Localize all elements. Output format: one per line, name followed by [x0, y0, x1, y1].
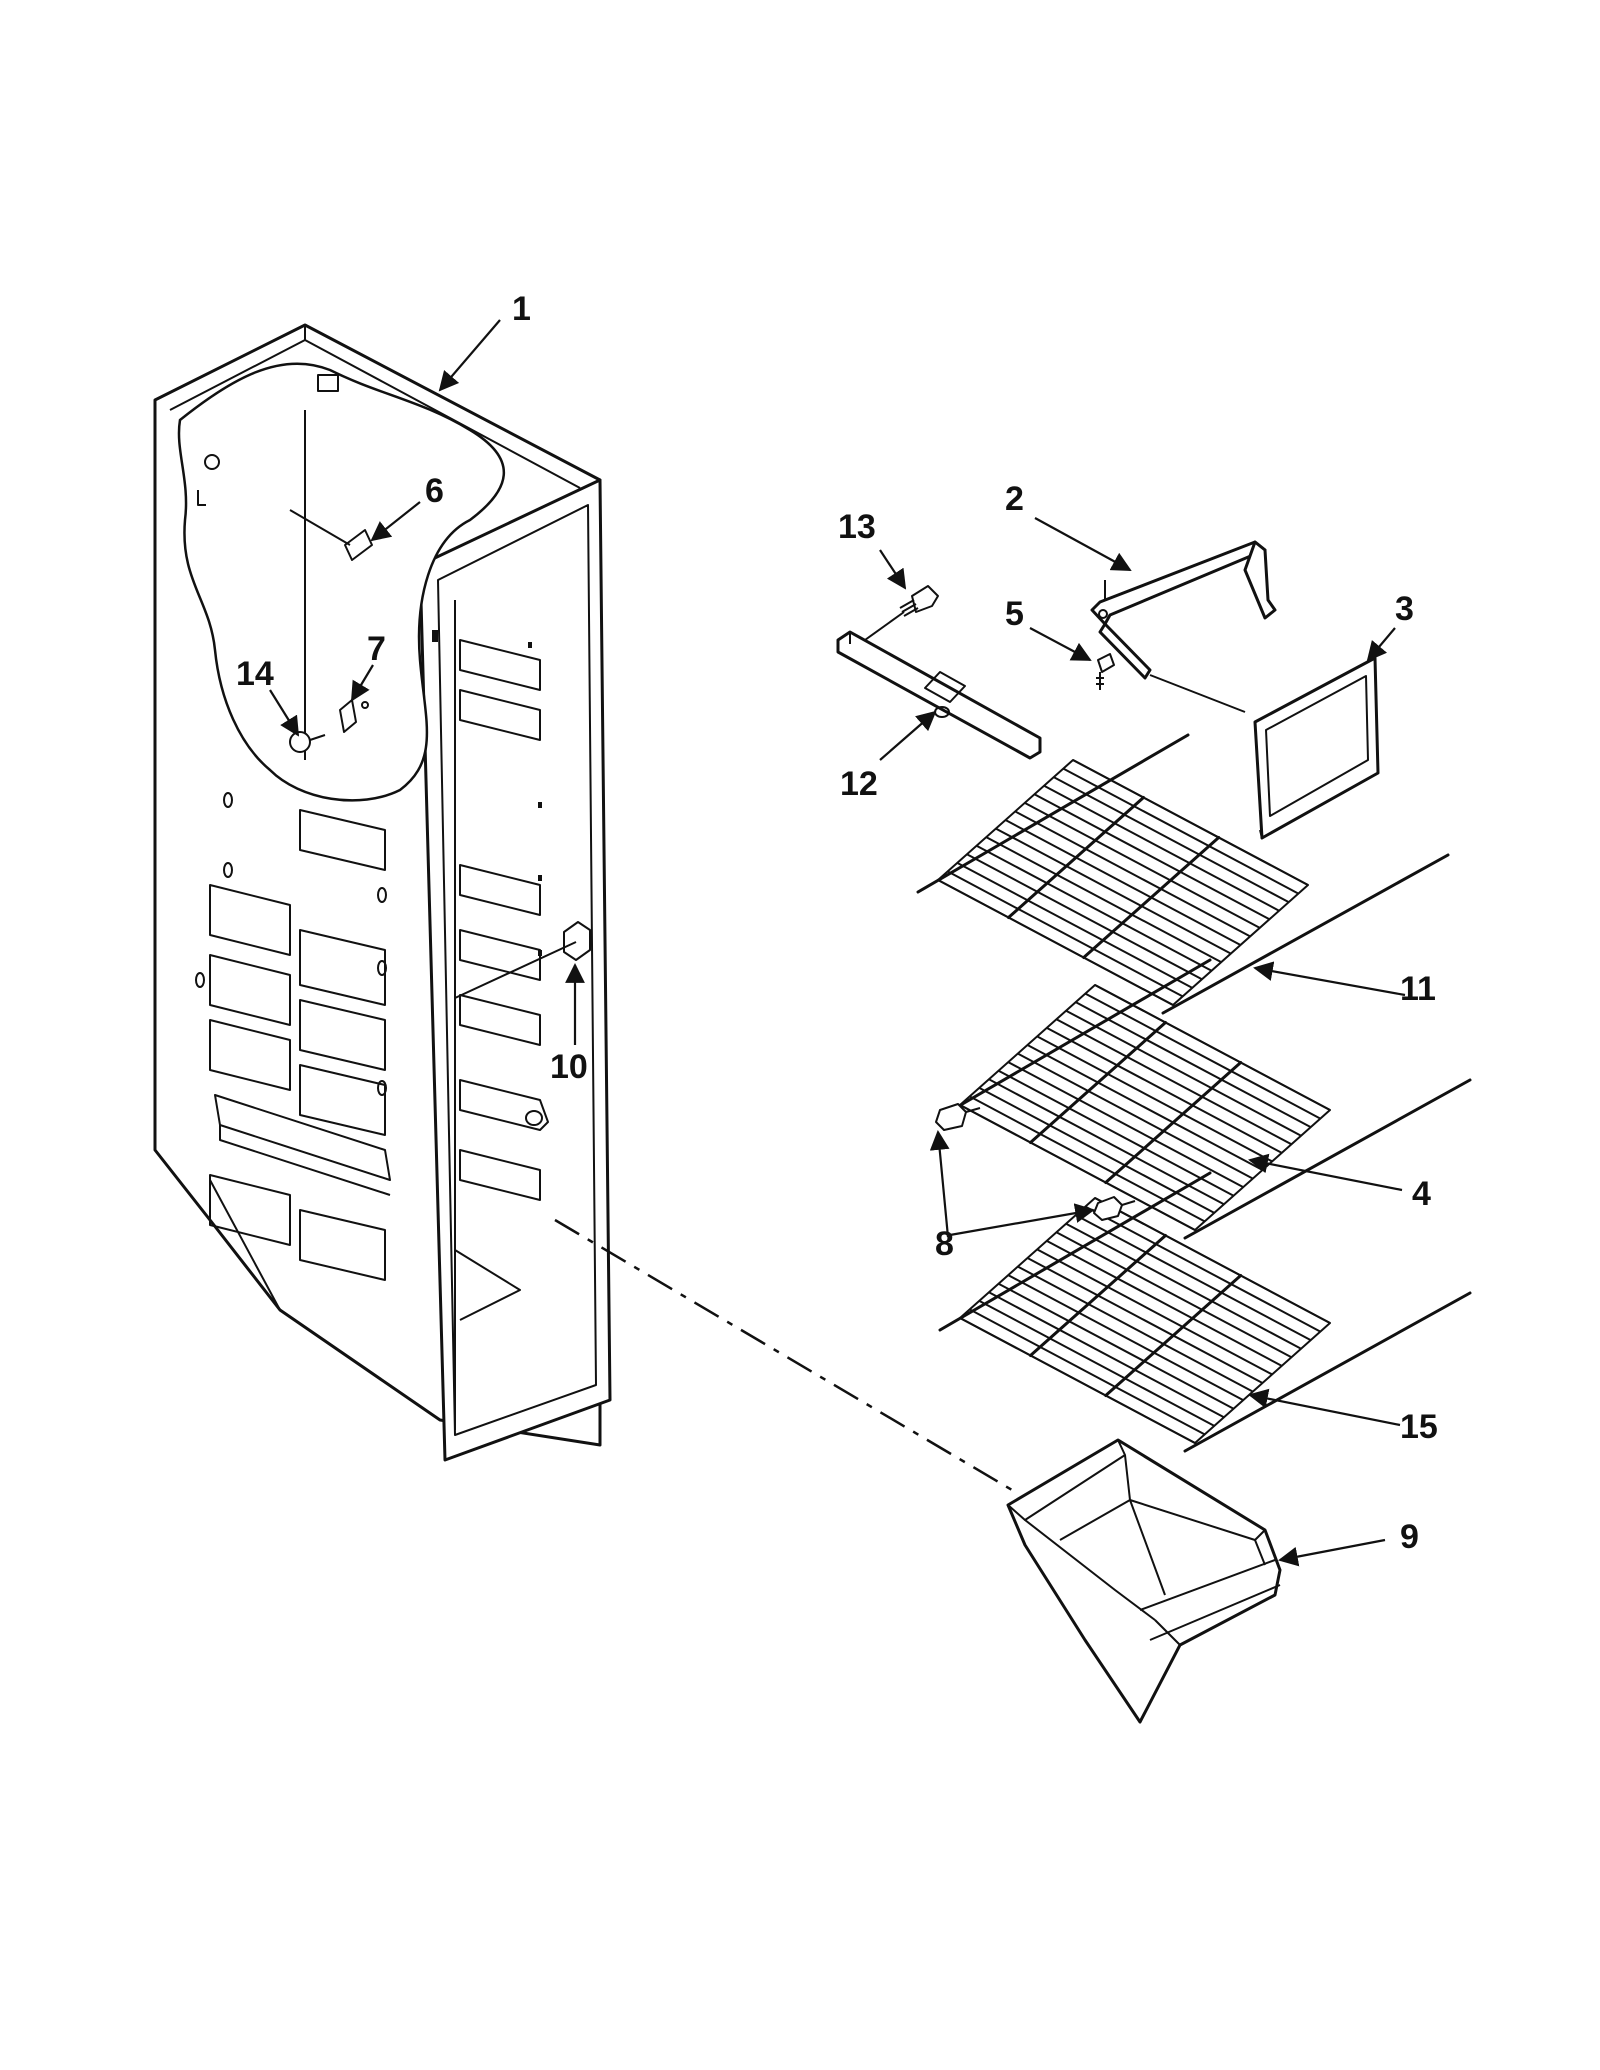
shelf-wire — [1005, 819, 1241, 946]
shelf-wire — [1036, 1248, 1273, 1376]
callout-8: 8 — [935, 1225, 954, 1263]
shelf-side-rail — [1183, 1291, 1472, 1453]
shelf-cross-bar — [1104, 1061, 1243, 1184]
shelf-side-rail — [938, 958, 1212, 1119]
shelf-wire — [1065, 1222, 1302, 1350]
shelf-wire — [998, 1069, 1235, 1197]
shelf-wire — [1027, 1044, 1263, 1171]
shelf-wire — [969, 1308, 1206, 1436]
callout-1: 1 — [512, 290, 531, 328]
shelf-wire — [1036, 1035, 1273, 1163]
shelf-wire — [966, 853, 1203, 981]
assembly-dashed-line — [554, 1218, 1013, 1492]
callout-13: 13 — [838, 508, 876, 546]
shelf-wire — [1046, 1239, 1283, 1367]
leader-lines — [269, 319, 1406, 1567]
shelf-side-rail — [938, 1171, 1212, 1332]
shelf-wire — [1055, 1231, 1292, 1359]
shelf-wire — [956, 861, 1193, 989]
shelf-wire — [1075, 1214, 1312, 1342]
shelf-wire — [1053, 776, 1290, 904]
shelf-cross-bar — [1082, 836, 1221, 959]
callout-2: 2 — [1005, 480, 1024, 518]
part-10-drawing — [454, 921, 591, 999]
part-15-shelf-drawing — [938, 1171, 1472, 1453]
shelf-wire — [1014, 810, 1251, 938]
shelf-wire — [1084, 1205, 1321, 1333]
callout-11: 11 — [1400, 970, 1436, 1008]
shelf-wire — [969, 1095, 1206, 1223]
part-5-screw-drawing — [1096, 653, 1115, 690]
callout-15: 15 — [1400, 1408, 1438, 1446]
shelf-frame — [937, 759, 1309, 1006]
shelf-cross-bar — [1007, 796, 1145, 919]
callout-4: 4 — [1412, 1175, 1431, 1213]
shelf-cross-bar — [1104, 1274, 1243, 1397]
part-12-bracket-drawing — [836, 630, 1042, 760]
shelf-frame — [959, 1197, 1331, 1444]
shelf-wire — [1007, 1061, 1244, 1189]
part-14-drawing — [289, 731, 326, 753]
shelf-wire — [1055, 1018, 1292, 1146]
shelf-side-rail — [1161, 853, 1450, 1015]
part-7-drawing — [339, 699, 369, 733]
shelf-wire — [978, 1086, 1215, 1214]
part-8-pin-drawing — [935, 1103, 1136, 1221]
callout-7: 7 — [367, 630, 386, 668]
shelf-side-rail — [916, 733, 1190, 894]
callout-9: 9 — [1400, 1518, 1419, 1556]
shelf-wire — [1027, 1257, 1263, 1384]
part-3-trim-drawing — [1253, 656, 1380, 840]
shelf-wire — [1043, 784, 1280, 912]
callout-10: 10 — [550, 1048, 588, 1086]
callout-6: 6 — [425, 472, 444, 510]
shelf-wire — [1075, 1001, 1312, 1129]
shelf-wire — [985, 836, 1222, 964]
shelf-wire — [1033, 793, 1270, 921]
shelf-wire — [1065, 1009, 1302, 1137]
part-4-shelf-drawing — [938, 958, 1472, 1240]
shelf-wire — [976, 844, 1213, 972]
part-11-shelf-drawing — [916, 733, 1450, 1015]
shelf-wire — [1007, 1274, 1244, 1402]
callout-5: 5 — [1005, 595, 1024, 633]
shelf-cross-bar — [1029, 1021, 1167, 1144]
freezer-liner-drawing — [153, 323, 612, 1462]
shelf-wire — [1084, 992, 1321, 1120]
shelf-wire — [995, 827, 1232, 955]
shelf-wire — [1046, 1026, 1283, 1154]
callout-labels: 1 2 3 4 5 6 7 8 9 10 11 12 13 14 15 — [236, 290, 1438, 1556]
part-2-support-drawing — [1090, 540, 1277, 713]
shelf-wire — [1062, 767, 1299, 895]
callout-12: 12 — [840, 765, 878, 803]
shelf-wire — [1017, 1265, 1254, 1393]
shelf-side-rail — [1183, 1078, 1472, 1240]
part-6-drawing — [289, 509, 373, 561]
shelf-wire — [978, 1299, 1215, 1427]
callout-3: 3 — [1395, 590, 1414, 628]
shelf-wire — [1017, 1052, 1254, 1180]
callout-14: 14 — [236, 655, 274, 693]
shelf-wire — [1024, 801, 1261, 929]
shelf-wire — [988, 1291, 1225, 1419]
part-9-bin-drawing — [1006, 1438, 1282, 1724]
shelf-frame — [959, 984, 1331, 1231]
shelf-cross-bar — [1029, 1234, 1167, 1357]
shelf-wire — [998, 1282, 1235, 1410]
shelf-wire — [947, 870, 1184, 998]
shelf-wire — [988, 1078, 1225, 1206]
part-13-screw-drawing — [864, 585, 939, 641]
